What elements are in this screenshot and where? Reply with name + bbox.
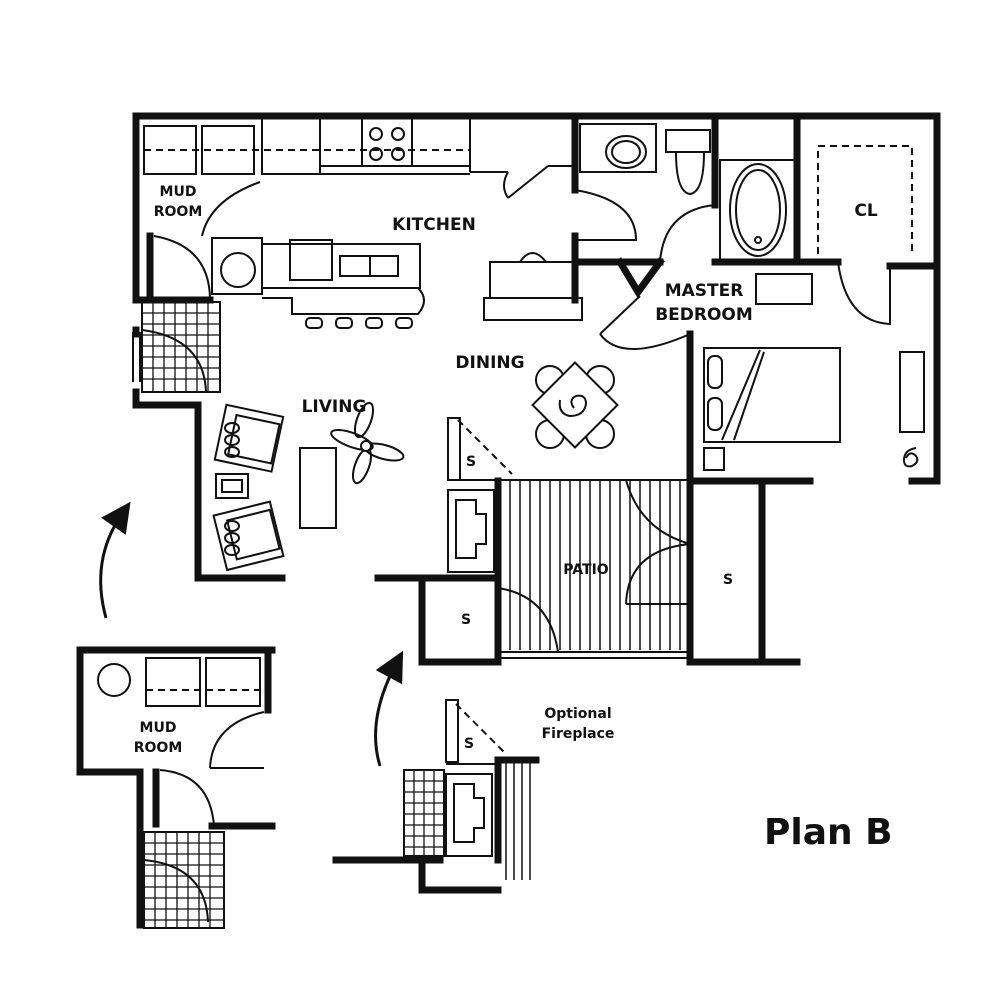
room-labels: MUD ROOM KITCHEN MASTER BEDROOM CL DININ… xyxy=(134,184,893,853)
optional-fireplace-detail xyxy=(332,699,540,894)
plan-title: Plan B xyxy=(764,812,893,853)
mud-room-label-line1: MUD xyxy=(160,184,197,200)
living-furniture xyxy=(212,401,405,572)
mud-room-label-line2: ROOM xyxy=(154,204,203,220)
master-bath xyxy=(579,123,797,263)
storage-label-right: S xyxy=(723,572,733,588)
master-bedroom xyxy=(599,257,925,471)
master-bedroom-label-line2: BEDROOM xyxy=(655,305,753,325)
patio-label: PATIO xyxy=(563,562,608,578)
mud-room xyxy=(143,125,470,301)
alt-mud-room-arrow-icon xyxy=(99,501,131,619)
storage-label-bottom: S xyxy=(461,612,471,628)
closet-label: CL xyxy=(854,201,877,221)
storage-label-fireplace: S xyxy=(466,454,476,470)
living-label: LIVING xyxy=(302,397,367,417)
optional-fireplace-label-line2: Fireplace xyxy=(542,726,615,742)
alt-mud-room-label-line2: ROOM xyxy=(134,740,183,756)
optional-fireplace-label-line1: Optional xyxy=(544,706,611,722)
dining-label: DINING xyxy=(455,353,524,373)
dining-table xyxy=(531,361,619,449)
kitchen-cabinets xyxy=(261,117,638,329)
optional-fireplace-storage-label: S xyxy=(464,736,474,752)
master-bedroom-label-line1: MASTER xyxy=(665,281,744,301)
entry-tile xyxy=(141,301,221,393)
interior-walls xyxy=(146,112,941,666)
walk-in-closet xyxy=(817,145,913,326)
left-window xyxy=(132,332,141,382)
kitchen-label: KITCHEN xyxy=(392,215,476,235)
ceiling-fan-icon xyxy=(330,401,405,485)
patio-deck xyxy=(497,479,691,659)
exterior-walls xyxy=(132,112,941,666)
fireplace-storage xyxy=(447,417,513,573)
alt-mud-room-label-line1: MUD xyxy=(140,720,177,736)
fireplace-arrow-icon xyxy=(374,650,404,767)
alt-mud-room-plan xyxy=(76,646,276,929)
